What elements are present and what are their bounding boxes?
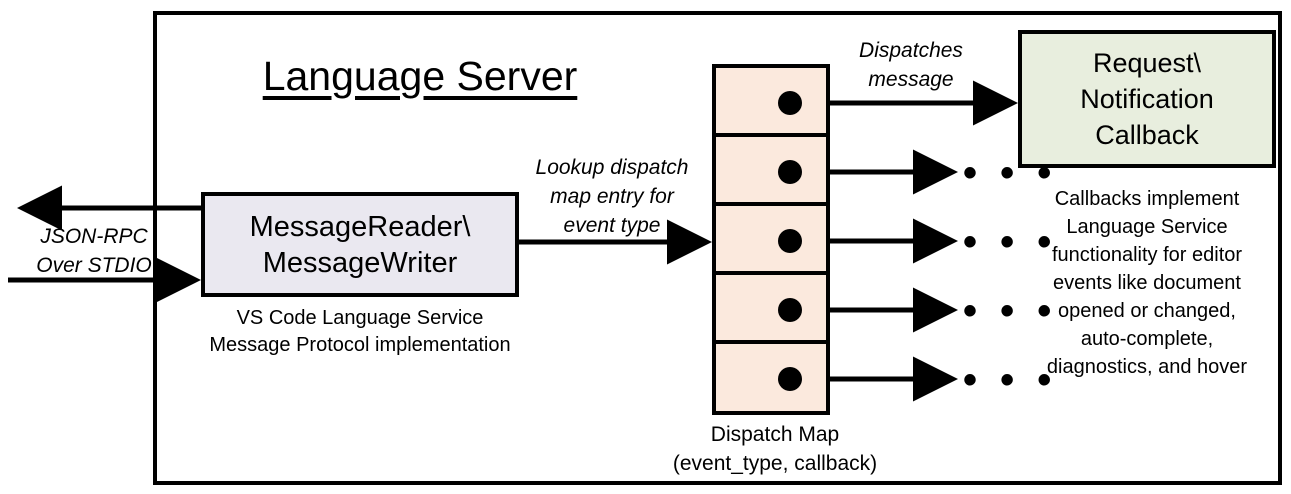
message-reader-writer-label: MessageReader\ MessageWriter — [250, 209, 471, 281]
dispatches-message-label-line1: Dispatches — [859, 39, 963, 62]
message-reader-writer-line1: MessageReader\ — [249, 210, 471, 243]
callback-line1: Request\ — [1092, 48, 1202, 78]
message-box-caption-line1: VS Code Language Service — [236, 307, 484, 329]
dispatch-map-caption: Dispatch Map (event_type, callback) — [645, 420, 905, 478]
callback-caption-line7: diagnostics, and hover — [1046, 356, 1248, 378]
message-reader-writer-box: MessageReader\ MessageWriter — [201, 192, 519, 297]
language-server-boundary — [153, 11, 1282, 485]
callback-line3: Callback — [1095, 120, 1199, 150]
request-notification-callback-label: Request\ Notification Callback — [1080, 45, 1214, 153]
request-notification-callback-box: Request\ Notification Callback — [1018, 30, 1276, 168]
callback-caption-line1: Callbacks implement — [1054, 188, 1240, 210]
dispatch-map-row[interactable] — [716, 344, 826, 413]
callback-caption-line5: opened or changed, — [1058, 300, 1236, 322]
stdio-transport-label-line2: Over STDIO — [36, 254, 152, 277]
lookup-dispatch-label-line3: event type — [563, 214, 661, 237]
message-box-caption: VS Code Language Service Message Protoco… — [185, 305, 535, 359]
message-box-caption-line2: Message Protocol implementation — [209, 334, 511, 356]
dispatch-entry-dot-icon — [778, 298, 802, 322]
callback-caption-line3: functionality for editor — [1051, 244, 1243, 266]
stdio-transport-label-line1: JSON-RPC — [40, 225, 148, 248]
dispatch-map-row[interactable] — [716, 68, 826, 137]
dispatch-entry-dot-icon — [778, 367, 802, 391]
dispatches-message-label: Dispatches message — [826, 36, 996, 94]
dispatch-map-row[interactable] — [716, 137, 826, 206]
dispatch-map-caption-line1: Dispatch Map — [710, 423, 840, 446]
lookup-dispatch-label: Lookup dispatch map entry for event type — [512, 153, 712, 240]
dispatch-entry-dot-icon — [778, 160, 802, 184]
dispatch-map-caption-line2: (event_type, callback) — [672, 452, 878, 475]
callback-caption-line2: Language Service — [1066, 216, 1228, 238]
stdio-transport-label: JSON-RPC Over STDIO — [24, 222, 164, 280]
message-reader-writer-line2: MessageWriter — [262, 246, 458, 279]
dispatch-entry-dot-icon — [778, 229, 802, 253]
callback-caption-line6: auto-complete, — [1080, 328, 1214, 350]
dispatch-map-row[interactable] — [716, 275, 826, 344]
dispatch-map-row[interactable] — [716, 206, 826, 275]
dispatches-message-label-line2: message — [868, 68, 954, 91]
lookup-dispatch-label-line2: map entry for — [550, 185, 674, 208]
page-title: Language Server — [262, 53, 578, 99]
lookup-dispatch-label-line1: Lookup dispatch — [535, 156, 689, 179]
callback-caption-line4: events like document — [1053, 272, 1241, 294]
callback-line2: Notification — [1080, 84, 1214, 114]
dispatch-entry-dot-icon — [778, 91, 802, 115]
callback-box-caption: Callbacks implement Language Service fun… — [1006, 185, 1288, 381]
dispatch-map-table — [712, 64, 830, 415]
